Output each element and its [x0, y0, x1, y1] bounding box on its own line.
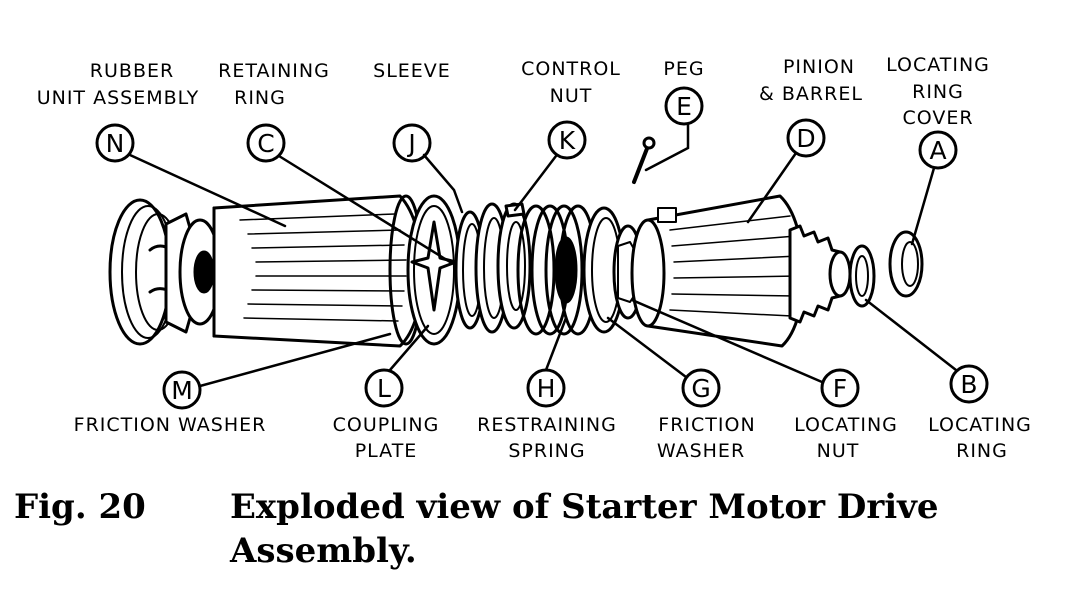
figure-title-line2: Assembly.: [230, 531, 417, 571]
label-D-line1: PINION: [783, 56, 855, 78]
label-H-line1: RESTRAINING: [477, 414, 617, 436]
label-B-line1: LOCATING: [928, 414, 1032, 436]
callout-letter-C: C: [257, 129, 274, 158]
leader-M: [198, 332, 392, 388]
part-pinion-barrel: [630, 194, 852, 348]
label-K-line2: NUT: [550, 85, 593, 107]
callout-circle-N: [95, 123, 135, 163]
callout-circle-M: [162, 370, 202, 410]
part-housing-barrel: [212, 194, 424, 348]
label-E-line1: PEG: [663, 58, 704, 80]
callout-letter-F: F: [833, 374, 847, 403]
callout-circle-G: [681, 368, 721, 408]
label-F-line1: LOCATING: [794, 414, 898, 436]
callout-circle-E: [664, 86, 704, 126]
callout-letter-K: K: [559, 126, 576, 155]
callout-circle-D: [786, 118, 826, 158]
part-friction-washer-g: [582, 206, 626, 334]
label-G-line2: WASHER: [657, 440, 745, 462]
callout-circle-F: [820, 368, 860, 408]
callout-letter-M: M: [171, 376, 193, 405]
leader-A: [910, 166, 936, 246]
leader-L: [388, 324, 430, 372]
label-G-line1: FRICTION: [658, 414, 755, 436]
label-B-line2: RING: [956, 440, 1008, 462]
callout-letter-H: H: [537, 374, 556, 403]
label-H-line2: SPRING: [508, 440, 585, 462]
figure-title-line1: Exploded view of Starter Motor Drive: [230, 487, 939, 527]
label-D-line2: & BARREL: [759, 83, 863, 105]
part-locating-ring: [848, 244, 876, 308]
part-rubber-unit-assembly: [108, 198, 256, 346]
leader-K: [513, 154, 558, 212]
callout-circle-A: [918, 130, 958, 170]
callout-letter-G: G: [691, 374, 710, 403]
callout-letter-J: J: [406, 129, 415, 158]
label-L-line1: COUPLING: [333, 414, 440, 436]
leader-J: [422, 153, 464, 214]
leader-H: [544, 316, 568, 372]
callout-letter-A: A: [929, 136, 946, 165]
leader-B: [864, 298, 958, 372]
label-F-line2: NUT: [817, 440, 860, 462]
label-J-line1: SLEEVE: [373, 60, 451, 82]
leader-G: [606, 316, 688, 379]
callout-letter-N: N: [106, 129, 125, 158]
callout-circle-C: [246, 123, 286, 163]
callout-letter-B: B: [960, 370, 977, 399]
label-M-line1: FRICTION WASHER: [74, 414, 267, 436]
callout-letter-D: D: [796, 124, 815, 153]
part-coupling-plate: [406, 194, 462, 346]
callout-letter-E: E: [676, 92, 692, 121]
label-N-line2: UNIT ASSEMBLY: [37, 87, 200, 109]
part-peg: [632, 136, 656, 184]
leader-F: [630, 298, 824, 384]
callout-circle-B: [949, 364, 989, 404]
part-locating-ring-cover: [888, 230, 924, 298]
leader-N: [128, 153, 287, 228]
label-C-line2: RING: [234, 87, 286, 109]
label-C-line1: RETAINING: [218, 60, 330, 82]
label-A-line3: COVER: [902, 107, 973, 129]
label-L-line2: PLATE: [355, 440, 418, 462]
callout-circle-K: [547, 120, 587, 160]
leader-D: [746, 151, 798, 224]
label-A-line1: LOCATING: [886, 54, 990, 76]
callout-circle-J: [392, 123, 432, 163]
figure-label: Fig. 20: [14, 487, 146, 527]
leader-C: [277, 154, 452, 264]
callout-letter-L: L: [377, 374, 391, 403]
label-A-line2: RING: [912, 81, 964, 103]
label-N-line1: RUBBER: [90, 60, 174, 82]
label-K-line1: CONTROL: [521, 58, 621, 80]
callout-circle-L: [364, 368, 404, 408]
leader-E: [644, 122, 690, 172]
